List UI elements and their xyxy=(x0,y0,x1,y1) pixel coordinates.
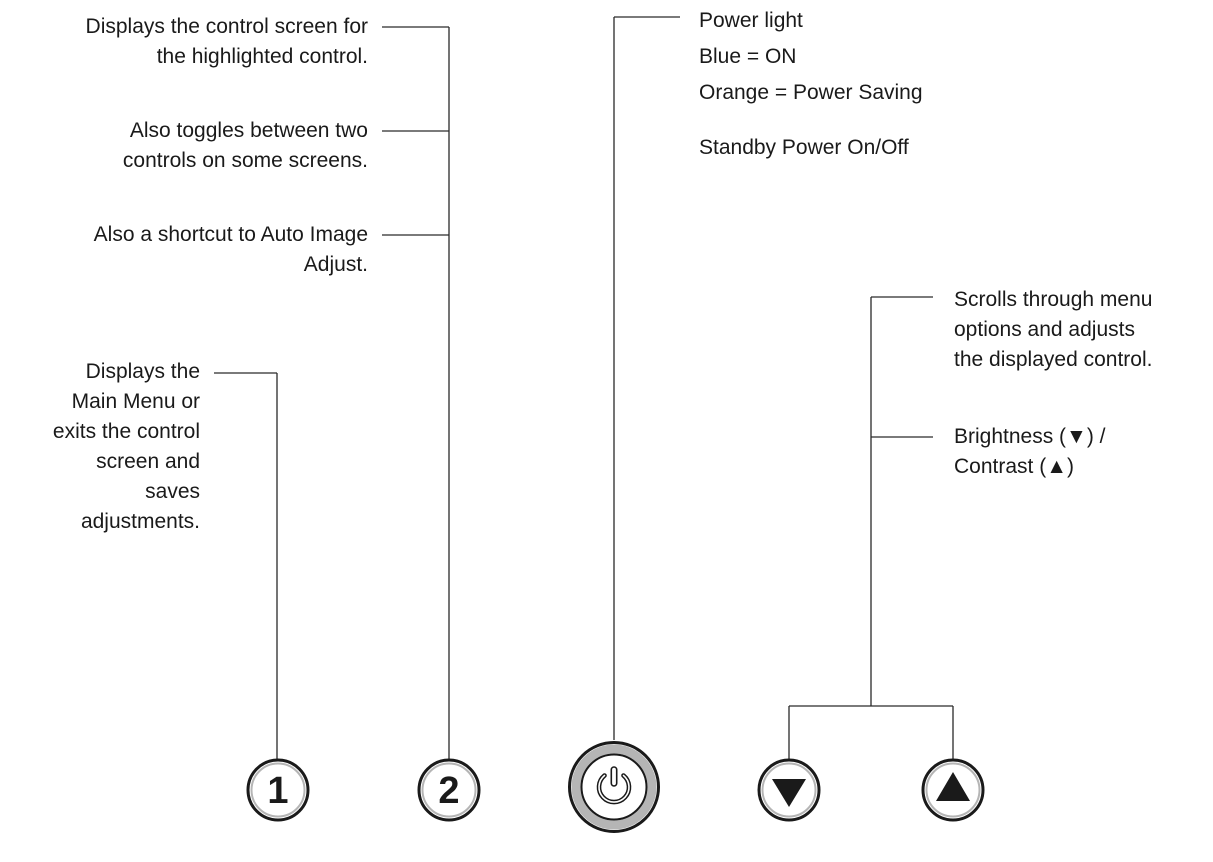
label-main-menu: Displays the Main Menu or exits the cont… xyxy=(53,357,200,537)
label-scroll: Scrolls through menu options and adjusts… xyxy=(954,285,1152,375)
label-line: exits the control xyxy=(52,420,200,443)
label-line: Power light xyxy=(699,9,803,32)
label-control-screen: Displays the control screen for the high… xyxy=(86,12,368,72)
label-line: adjustments. xyxy=(80,510,200,533)
label-line: Adjust. xyxy=(303,253,368,276)
label-line: Contrast (▲) xyxy=(954,455,1074,478)
button-1[interactable]: 1 xyxy=(245,756,311,824)
label-brightness-contrast: Brightness (▼) / Contrast (▲) xyxy=(954,422,1106,482)
label-line: saves xyxy=(145,480,200,503)
label-standby: Standby Power On/Off xyxy=(699,136,909,159)
label-line: the displayed control. xyxy=(954,348,1153,371)
up-arrow-button[interactable] xyxy=(920,756,986,824)
up-triangle-icon xyxy=(936,772,970,801)
label-power-light: Power light Blue = ON Orange = Power Sav… xyxy=(699,3,923,111)
label-line: Orange = Power Saving xyxy=(699,81,923,104)
label-line: screen and xyxy=(96,450,200,473)
down-triangle-icon xyxy=(772,779,806,807)
label-line: Blue = ON xyxy=(699,45,797,68)
label-line: Scrolls through menu xyxy=(954,288,1153,311)
label-toggles: Also toggles between two controls on som… xyxy=(123,116,368,176)
label-line: the highlighted control. xyxy=(156,45,368,68)
button-1-label: 1 xyxy=(267,770,288,812)
button-2-label: 2 xyxy=(438,770,459,812)
label-line: Also a shortcut to Auto Image xyxy=(93,223,368,246)
label-line: controls on some screens. xyxy=(122,149,368,172)
label-line: Also toggles between two xyxy=(129,119,368,142)
label-line: options and adjusts xyxy=(954,318,1135,341)
label-line: Main Menu or xyxy=(71,390,200,413)
label-line: Displays the xyxy=(85,360,200,383)
power-icon xyxy=(596,766,632,805)
power-button[interactable] xyxy=(566,736,662,838)
label-line: Displays the control screen for xyxy=(85,15,368,38)
label-auto-adjust: Also a shortcut to Auto Image Adjust. xyxy=(94,220,368,280)
down-arrow-button[interactable] xyxy=(756,756,822,824)
button-2[interactable]: 2 xyxy=(416,756,482,824)
label-line: Brightness (▼) / xyxy=(954,425,1106,448)
